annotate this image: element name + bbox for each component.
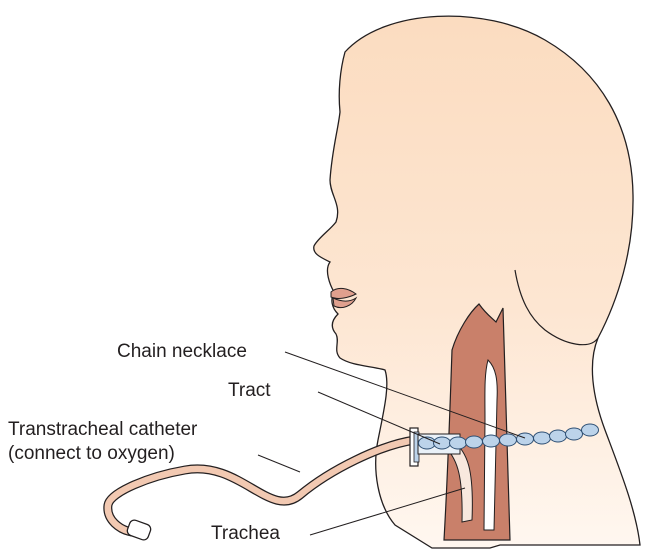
necklace-bead xyxy=(483,435,500,447)
label-catheter-line2: (connect to oxygen) xyxy=(8,443,175,465)
necklace-bead xyxy=(534,432,551,444)
necklace-bead xyxy=(466,436,483,448)
necklace-bead xyxy=(434,437,451,449)
label-tract: Tract xyxy=(228,380,271,402)
necklace-bead xyxy=(517,433,534,445)
label-catheter-line1: Transtracheal catheter xyxy=(8,419,197,441)
necklace-bead xyxy=(450,437,467,449)
necklace-bead xyxy=(582,424,599,436)
leader-catheter xyxy=(258,455,300,472)
catheter-connector xyxy=(126,519,152,542)
label-trachea: Trachea xyxy=(211,523,280,545)
necklace-bead xyxy=(500,434,517,446)
necklace-bead xyxy=(550,430,567,442)
label-chain-necklace: Chain necklace xyxy=(117,341,247,363)
necklace-bead xyxy=(566,428,583,440)
